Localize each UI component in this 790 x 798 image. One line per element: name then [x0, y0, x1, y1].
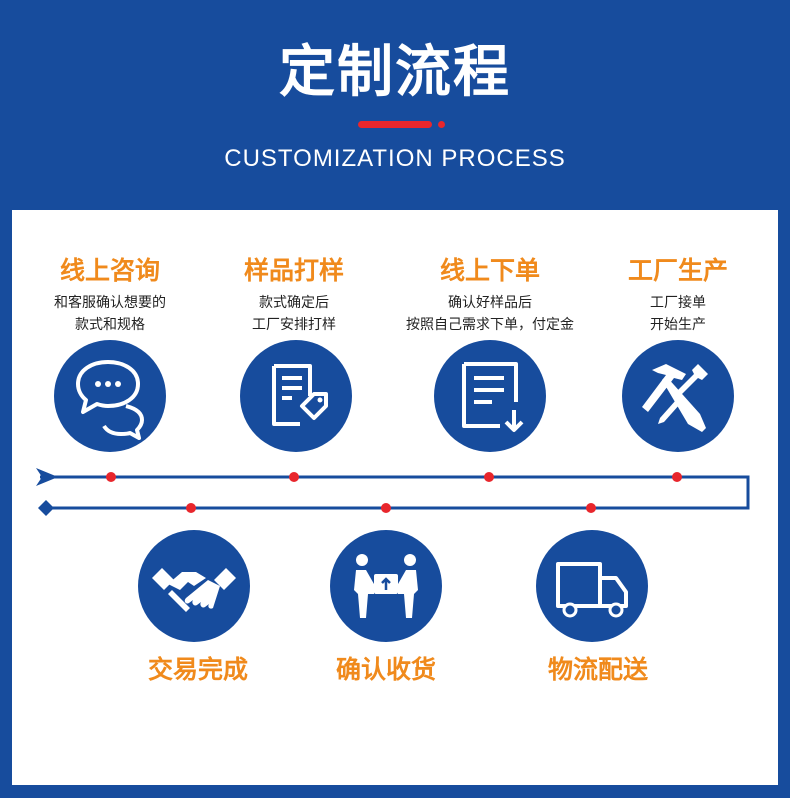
- step-desc-line: 工厂安排打样: [252, 317, 336, 333]
- step-online-order: 线上下单 确认好样品后 按照自己需求下单，付定金: [380, 256, 600, 336]
- document-tag-icon: [240, 340, 352, 452]
- step-desc: 工厂接单 开始生产: [598, 292, 758, 336]
- step-desc: 确认好样品后 按照自己需求下单，付定金: [380, 292, 600, 336]
- step-desc-line: 确认好样品后: [448, 295, 532, 311]
- step-desc-line: 按照自己需求下单，付定金: [406, 317, 574, 333]
- step-label: 样品打样: [243, 256, 344, 285]
- document-download-icon: [434, 340, 546, 452]
- step-factory-production: 工厂生产 工厂接单 开始生产: [598, 256, 758, 336]
- header-banner: 定制流程 CUSTOMIZATION PROCESS: [0, 0, 790, 210]
- step-transaction-complete: 交易完成: [147, 655, 248, 684]
- title-underline: [358, 121, 432, 128]
- hammer-screwdriver-icon: [622, 340, 734, 452]
- page-title: 定制流程: [279, 40, 511, 105]
- step-desc-line: 款式和规格: [75, 317, 145, 333]
- step-online-consult: 线上咨询 和客服确认想要的 款式和规格: [30, 256, 190, 336]
- step-desc-line: 款式确定后: [259, 295, 329, 311]
- step-desc-line: 工厂接单: [650, 295, 706, 311]
- title-underline-dot: [438, 121, 445, 128]
- package-handover-icon: [330, 530, 442, 642]
- handshake-icon: [138, 530, 250, 642]
- step-logistics-delivery: 物流配送: [547, 655, 648, 684]
- delivery-truck-icon: [536, 530, 648, 642]
- page-subtitle: CUSTOMIZATION PROCESS: [224, 145, 566, 172]
- step-sample: 样品打样 款式确定后 工厂安排打样: [214, 256, 374, 336]
- step-label: 工厂生产: [627, 256, 728, 285]
- chat-bubbles-icon: [54, 340, 166, 452]
- step-label: 线上下单: [439, 256, 540, 285]
- step-desc-line: 和客服确认想要的: [54, 295, 166, 311]
- step-desc-line: 开始生产: [650, 317, 706, 333]
- step-label: 线上咨询: [59, 256, 160, 285]
- step-confirm-receipt: 确认收货: [335, 655, 436, 684]
- step-desc: 和客服确认想要的 款式和规格: [30, 292, 190, 336]
- step-desc: 款式确定后 工厂安排打样: [214, 292, 374, 336]
